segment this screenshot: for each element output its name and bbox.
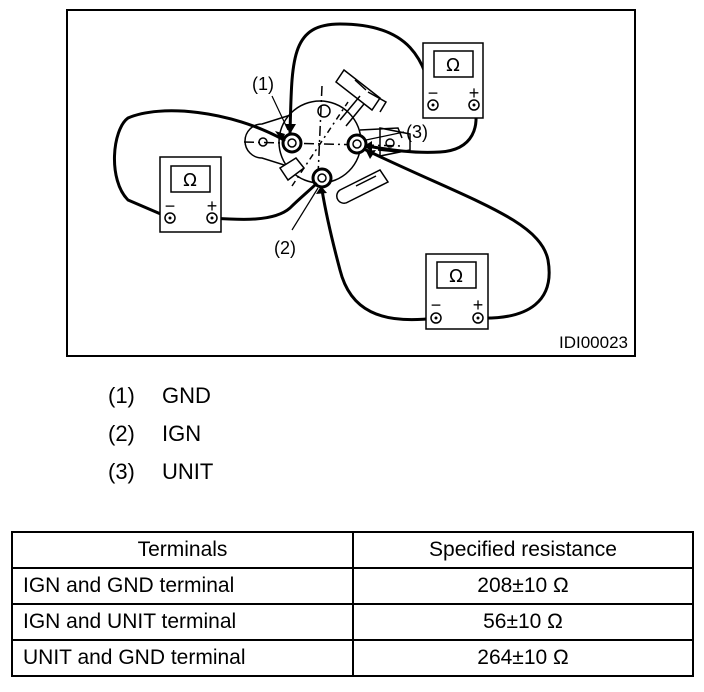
- resistance-spec-table: Terminals Specified resistance IGN and G…: [11, 531, 694, 677]
- legend-number: (2): [108, 421, 135, 446]
- gnd-terminal: [281, 132, 303, 154]
- meter-left-neg: −: [165, 196, 176, 216]
- ohmmeter-left: Ω − +: [159, 156, 222, 233]
- resistance-cell: 264±10 Ω: [352, 639, 694, 677]
- unit-terminal: [346, 133, 368, 155]
- resistance-cell: 56±10 Ω: [352, 603, 694, 641]
- meter-bottom-omega: Ω: [449, 266, 463, 287]
- wiring-diagram: (1) (2) (3) Ω − + Ω − + Ω − + IDI0: [66, 9, 636, 357]
- ign-terminal: [311, 167, 333, 189]
- callout-2-label: (2): [274, 238, 296, 258]
- header-terminals: Terminals: [11, 531, 354, 569]
- meter-bottom-neg: −: [431, 295, 442, 315]
- meter-left-pos: +: [207, 196, 218, 216]
- terminals-cell: UNIT and GND terminal: [11, 639, 354, 677]
- meter-left-omega: Ω: [183, 170, 197, 191]
- meter-top-omega: Ω: [446, 55, 460, 76]
- table-row: UNIT and GND terminal 264±10 Ω: [11, 639, 694, 677]
- resistance-cell: 208±10 Ω: [352, 567, 694, 605]
- callout-leaders: [271, 95, 405, 231]
- ohmmeter-top-right: Ω − +: [422, 42, 484, 119]
- diagram-frame: [66, 9, 636, 357]
- legend-number: (1): [108, 383, 135, 408]
- ohmmeter-bottom-right: Ω − +: [425, 253, 489, 330]
- callout-3-label: (3): [406, 122, 428, 142]
- table-row: IGN and GND terminal 208±10 Ω: [11, 567, 694, 605]
- table-header-row: Terminals Specified resistance: [11, 531, 694, 569]
- meter-top-neg: −: [428, 83, 439, 103]
- legend-label: GND: [162, 383, 211, 408]
- terminals-cell: IGN and UNIT terminal: [11, 603, 354, 641]
- callout-1-label: (1): [252, 74, 274, 94]
- table-row: IGN and UNIT terminal 56±10 Ω: [11, 603, 694, 641]
- legend-label: UNIT: [162, 459, 214, 484]
- meter-bottom-pos: +: [473, 295, 484, 315]
- lead-arrowheads: [275, 124, 376, 194]
- legend-number: (3): [108, 459, 135, 484]
- test-leads: [113, 22, 551, 322]
- meter-top-pos: +: [469, 83, 480, 103]
- header-resistance: Specified resistance: [352, 531, 694, 569]
- figure-id: IDI00023: [559, 333, 628, 352]
- legend-label: IGN: [162, 421, 202, 446]
- terminals-cell: IGN and GND terminal: [11, 567, 354, 605]
